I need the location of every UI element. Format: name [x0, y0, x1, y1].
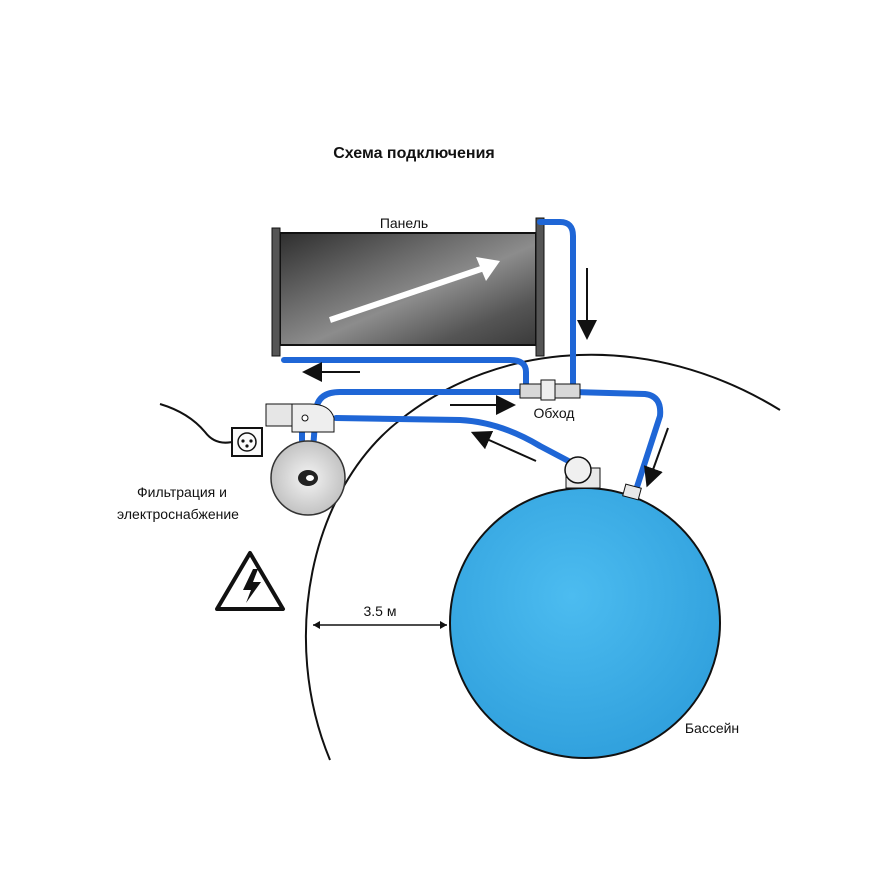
panel-left-header	[271, 227, 281, 357]
filter-pump	[265, 403, 346, 516]
flow-arrow-icon	[643, 427, 669, 488]
pipe-pump-suction	[333, 415, 579, 468]
pipe-bypass-to-pool	[570, 389, 664, 493]
flow-arrow-icon	[470, 430, 537, 462]
panel-heat-arrowhead	[476, 257, 500, 281]
pipe-panel-outlet	[537, 219, 576, 388]
pool	[449, 487, 721, 759]
bypass-label: Обход	[534, 405, 575, 421]
solar-panel	[271, 217, 545, 357]
panel-heat-arrow	[329, 263, 491, 323]
power-socket-icon	[231, 427, 263, 457]
high-voltage-warning-icon	[215, 551, 285, 611]
filtration-label-line2: электроснабжение	[117, 506, 239, 522]
pool-label: Бассейн	[685, 720, 739, 736]
distance-arrow-left	[313, 621, 320, 629]
flow-arrows	[302, 268, 669, 488]
distance-label: 3.5 м	[364, 603, 397, 619]
page-title: Схема подключения	[333, 145, 495, 162]
pipe-panel-inlet	[281, 357, 529, 391]
pipes	[281, 219, 664, 493]
pool-skimmer	[564, 456, 601, 489]
bypass-valve	[519, 379, 581, 401]
filtration-label-line1: Фильтрация и	[137, 484, 227, 500]
distance-arrow-right	[440, 621, 447, 629]
panel-right-header	[535, 217, 545, 357]
panel-label: Панель	[380, 215, 428, 231]
pool-return-fitting	[622, 483, 642, 501]
power-cable	[159, 403, 237, 444]
